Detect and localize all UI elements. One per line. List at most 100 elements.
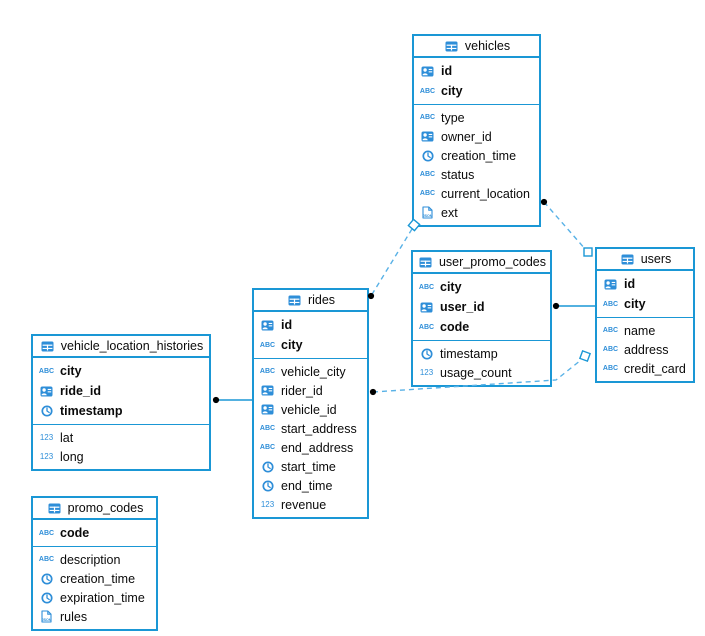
table-header[interactable]: rides [254,290,367,312]
table-header[interactable]: user_promo_codes [413,252,550,274]
field-label: timestamp [60,404,123,418]
table-title: promo_codes [67,501,144,515]
field-label: code [440,320,470,334]
table-header[interactable]: promo_codes [33,498,156,520]
field-row[interactable]: vehicle_id [254,400,367,419]
table-icon [286,295,303,306]
field-label: start_address [281,421,357,436]
timestamp-icon [38,591,55,604]
field-row[interactable]: rider_id [254,381,367,400]
field-label: name [624,323,656,338]
field-label: credit_card [624,361,686,376]
json-type-icon: JSON [419,206,436,219]
table-icon [39,341,56,352]
table-icon [619,254,636,265]
id-badge-icon [259,404,276,415]
text-type-icon: ABC [419,114,436,121]
timestamp-icon [38,572,55,585]
field-row[interactable]: JSON ext [414,203,539,222]
table-header[interactable]: vehicle_location_histories [33,336,209,358]
field-row[interactable]: ride_id [33,381,209,401]
field-label: rules [60,609,88,624]
field-label: usage_count [440,365,512,380]
id-badge-icon [419,66,436,77]
field-label: timestamp [440,346,498,361]
text-type-icon: ABC [602,327,619,334]
field-row[interactable]: user_id [413,297,550,317]
table-header[interactable]: users [597,249,693,271]
field-row[interactable]: ABC type [414,108,539,127]
text-type-icon: ABC [38,556,55,563]
text-type-icon: ABC [259,368,276,375]
text-type-icon: ABC [602,300,619,308]
field-label: ext [441,205,458,220]
field-label: ride_id [60,384,101,398]
field-label: id [441,64,453,78]
number-type-icon: 123 [419,367,434,377]
text-type-icon: ABC [259,341,276,349]
field-label: current_location [441,186,530,201]
field-row[interactable]: timestamp [413,344,550,363]
field-row[interactable]: id [597,274,693,294]
field-label: creation_time [441,148,517,163]
field-row[interactable]: creation_time [33,569,156,588]
field-row[interactable]: owner_id [414,127,539,146]
field-row[interactable]: ABC name [597,321,693,340]
svg-text:JSON: JSON [42,618,52,622]
text-type-icon: ABC [259,444,276,451]
text-type-icon: ABC [602,346,619,353]
field-row[interactable]: creation_time [414,146,539,165]
field-row[interactable]: timestamp [33,401,209,421]
field-row[interactable]: 123 usage_count [413,363,550,382]
field-row[interactable]: id [414,61,539,81]
field-row[interactable]: start_time [254,457,367,476]
timestamp-icon [419,149,436,162]
json-type-icon: JSON [38,610,55,623]
field-row[interactable]: ABC city [254,335,367,355]
field-label: city [281,338,303,352]
field-label: creation_time [60,571,136,586]
number-type-icon: 123 [260,499,275,509]
id-badge-icon [38,386,55,397]
table-header[interactable]: vehicles [414,36,539,58]
text-type-icon: ABC [419,171,436,178]
number-type-icon: 123 [39,432,54,442]
field-row[interactable]: JSON rules [33,607,156,626]
field-row[interactable]: id [254,315,367,335]
field-row[interactable]: expiration_time [33,588,156,607]
field-label: owner_id [441,129,492,144]
field-label: type [441,110,465,125]
field-row[interactable]: end_time [254,476,367,495]
